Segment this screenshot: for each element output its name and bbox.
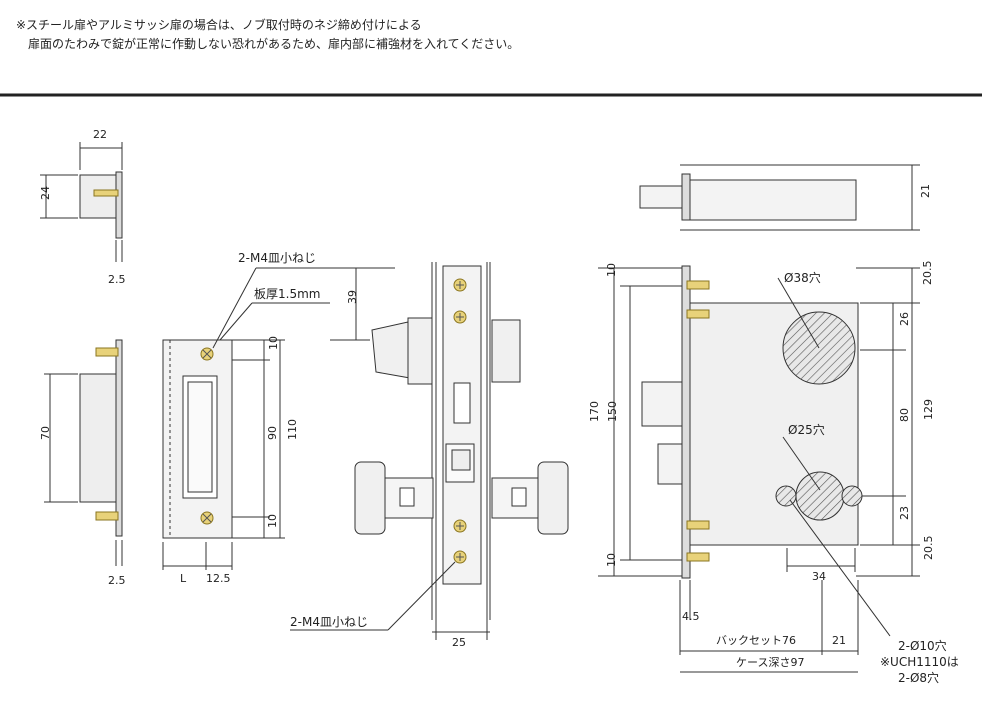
dim-w-45: 4.5 bbox=[682, 610, 700, 623]
dim-right-26: 26 bbox=[898, 312, 911, 326]
dim-w-21: 21 bbox=[832, 634, 846, 647]
strike-side-view bbox=[44, 339, 123, 566]
dim-strike-side-thick: 2.5 bbox=[108, 574, 126, 587]
dim-side-h-150: 150 bbox=[606, 401, 619, 422]
strike-top-view bbox=[40, 142, 123, 262]
label-screw-top: 2-M4皿小ねじ bbox=[238, 251, 316, 265]
dim-side-h-170: 170 bbox=[588, 401, 601, 422]
screw-icon bbox=[686, 280, 710, 562]
screw-icon bbox=[200, 347, 214, 525]
dim-right-bot: 20.5 bbox=[922, 536, 935, 561]
dim-right-80: 80 bbox=[898, 408, 911, 422]
dim-plate-top: 10 bbox=[267, 336, 280, 350]
dim-side-h-top: 10 bbox=[605, 263, 618, 277]
dim-plate-total: 110 bbox=[286, 419, 299, 440]
screw-icon bbox=[453, 278, 467, 564]
label-case-depth: ケース深さ97 bbox=[736, 656, 804, 669]
dim-strike-width: 22 bbox=[93, 128, 107, 141]
dim-plate-l: L bbox=[180, 572, 187, 585]
dim-front-offset: 39 bbox=[346, 290, 359, 304]
dim-strike-thick: 2.5 bbox=[108, 273, 126, 286]
label-hole-10: 2-Ø10穴 bbox=[898, 638, 947, 653]
dim-plate-w: 12.5 bbox=[206, 572, 231, 585]
dim-right-top: 20.5 bbox=[921, 261, 934, 286]
dim-bolt-height: 21 bbox=[919, 184, 932, 198]
label-backset: バックセット76 bbox=[716, 634, 796, 647]
bolt-top-view bbox=[639, 164, 920, 231]
dim-front-width: 25 bbox=[452, 636, 466, 649]
dim-plate-bottom: 10 bbox=[266, 514, 279, 528]
label-hole-8: 2-Ø8穴 bbox=[898, 670, 939, 685]
note-line-2: 扉面のたわみで錠が正常に作動しない恐れがあるため、扉内部に補強材を入れてください… bbox=[16, 37, 520, 51]
dim-side-h-bot: 10 bbox=[605, 553, 618, 567]
dim-plate-mid: 90 bbox=[266, 426, 279, 440]
label-hole-25: Ø25穴 bbox=[788, 422, 825, 437]
dim-strike-side-height: 70 bbox=[39, 426, 52, 440]
label-uch-note: ※UCH1110は bbox=[880, 655, 959, 669]
label-hole-38: Ø38穴 bbox=[784, 270, 821, 285]
dim-right-23: 23 bbox=[898, 506, 911, 520]
dim-right-129: 129 bbox=[922, 399, 935, 420]
label-screw-bottom: 2-M4皿小ねじ bbox=[290, 615, 368, 629]
dim-strike-height: 24 bbox=[39, 186, 52, 200]
dim-w-34: 34 bbox=[812, 570, 826, 583]
label-plate-thickness: 板厚1.5mm bbox=[254, 287, 320, 301]
lock-front-view bbox=[354, 262, 569, 640]
strike-plate-front bbox=[162, 339, 285, 570]
note-line-1: ※スチール扉やアルミサッシ扉の場合は、ノブ取付時のネジ締め付けによる bbox=[16, 18, 422, 32]
